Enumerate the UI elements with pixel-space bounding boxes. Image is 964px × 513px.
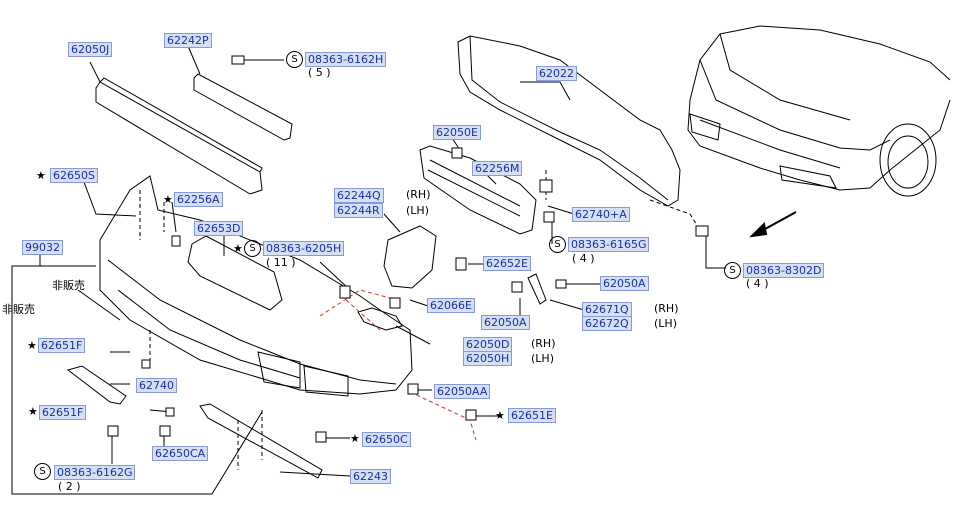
lh-text-1: (LH) — [406, 204, 429, 217]
stay-62671Q — [527, 273, 547, 305]
part-label-62050J[interactable]: 62050J — [68, 42, 113, 57]
star-mark: ★ — [36, 169, 46, 182]
part-label-62050E[interactable]: 62050E — [433, 125, 481, 140]
star-mark: ★ — [233, 242, 243, 255]
not-for-sale-text-2: 非販売 — [2, 303, 35, 316]
part-label-62050H[interactable]: 62050H — [463, 351, 513, 366]
s-screw-symbol: S — [549, 236, 566, 253]
qty-6165G: ( 4 ) — [572, 252, 595, 265]
bracket-62242P — [193, 73, 293, 141]
star-mark: ★ — [28, 405, 38, 418]
part-label-62050AA[interactable]: 62050AA — [434, 384, 491, 399]
bumper-reinforcement-62022 — [457, 35, 681, 207]
part-label-08363-6165G[interactable]: 08363-6165G — [568, 237, 650, 252]
s-screw-symbol: S — [244, 240, 261, 257]
part-label-62671Q[interactable]: 62671Q — [582, 302, 632, 317]
part-label-62650S[interactable]: 62650S — [50, 168, 98, 183]
qty-6162G: ( 2 ) — [58, 480, 81, 493]
bumper-cover — [99, 175, 413, 395]
bracket-62740 — [66, 365, 127, 405]
part-label-99032[interactable]: 99032 — [22, 240, 63, 255]
reinforcement-bar-62050J — [95, 81, 263, 195]
vehicle-outline — [689, 25, 951, 101]
part-label-62672Q[interactable]: 62672Q — [582, 316, 632, 331]
rh-text-2: (RH) — [654, 302, 679, 315]
part-label-62256M[interactable]: 62256M — [472, 161, 523, 176]
part-label-62242P[interactable]: 62242P — [164, 33, 212, 48]
part-label-62244R[interactable]: 62244R — [334, 203, 383, 218]
part-label-62050A-right[interactable]: 62050A — [600, 276, 649, 291]
rh-text-1: (RH) — [406, 188, 431, 201]
part-label-62022[interactable]: 62022 — [536, 66, 577, 81]
part-label-62050D[interactable]: 62050D — [463, 337, 513, 352]
not-for-sale-text-1: 非販売 — [52, 279, 85, 292]
bracket-62244Q — [383, 225, 437, 289]
part-label-62066E[interactable]: 62066E — [427, 298, 475, 313]
part-label-62651F-top[interactable]: 62651F — [38, 338, 86, 353]
part-label-62650C[interactable]: 62650C — [362, 432, 411, 447]
s-screw-symbol: S — [724, 262, 741, 279]
part-label-62651E[interactable]: 62651E — [508, 408, 556, 423]
part-label-62050A-left[interactable]: 62050A — [481, 315, 530, 330]
part-label-08363-6162H[interactable]: 08363-6162H — [305, 52, 387, 67]
bracket-62050D — [357, 307, 403, 331]
star-mark: ★ — [163, 193, 173, 206]
rh-text-3: (RH) — [531, 337, 556, 350]
part-label-62653D[interactable]: 62653D — [194, 221, 244, 236]
star-mark: ★ — [27, 339, 37, 352]
lh-text-3: (LH) — [531, 352, 554, 365]
s-screw-symbol: S — [286, 51, 303, 68]
s-screw-symbol: S — [34, 463, 51, 480]
part-label-62650CA[interactable]: 62650CA — [152, 446, 209, 461]
part-label-62256A[interactable]: 62256A — [174, 192, 223, 207]
qty-8302D: ( 4 ) — [746, 277, 769, 290]
star-mark: ★ — [350, 432, 360, 445]
part-label-08363-6205H[interactable]: 08363-6205H — [263, 241, 345, 256]
part-label-08363-8302D[interactable]: 08363-8302D — [743, 263, 825, 278]
lh-text-2: (LH) — [654, 317, 677, 330]
part-label-62244Q[interactable]: 62244Q — [334, 188, 384, 203]
part-label-62652E[interactable]: 62652E — [483, 256, 531, 271]
qty-6205H: ( 11 ) — [266, 256, 296, 269]
qty-6162H: ( 5 ) — [308, 66, 331, 79]
part-label-08363-6162G[interactable]: 08363-6162G — [54, 465, 136, 480]
grille-62256M — [419, 145, 537, 235]
grille-panel-62653D — [187, 235, 283, 311]
part-label-62651F-bottom[interactable]: 62651F — [39, 405, 87, 420]
part-label-62740A[interactable]: 62740+A — [572, 207, 630, 222]
spoiler-strip-62243 — [199, 403, 323, 479]
part-label-62740[interactable]: 62740 — [136, 378, 177, 393]
part-label-62243[interactable]: 62243 — [350, 469, 391, 484]
star-mark: ★ — [495, 409, 505, 422]
